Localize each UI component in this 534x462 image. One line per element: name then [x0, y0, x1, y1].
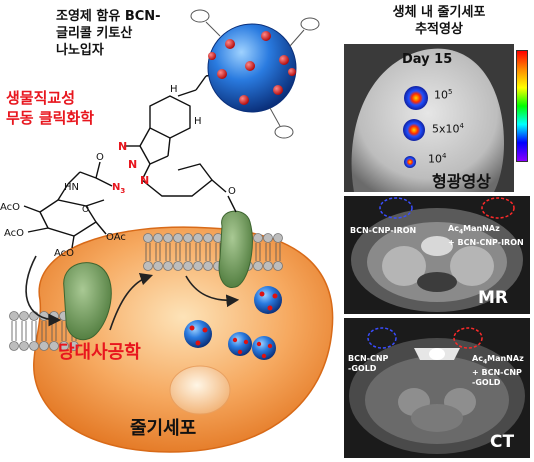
ct-image	[349, 327, 525, 454]
cell-nucleus	[169, 365, 231, 415]
chem-h-right: H	[194, 116, 202, 127]
fluorescence-day-label: Day 15	[402, 52, 453, 67]
imaging-title-line-2: 추적영상	[415, 22, 463, 37]
fluorescence-color-scale	[516, 50, 528, 162]
chem-triazole-n2: N	[128, 158, 137, 171]
chem-aco-1: AcO	[0, 202, 20, 213]
ct-label-left: BCN-CNP -GOLD	[348, 354, 389, 373]
stem-cell-label: 줄기세포	[130, 418, 197, 439]
metabolic-glycoengineering-label: 당대사공학	[58, 342, 141, 363]
fluorescence-count-2: 5x104	[432, 122, 464, 136]
ct-label-right: Ac4ManNAz + BCN-CNP -GOLD	[472, 354, 524, 387]
chem-sugar-o: O	[228, 186, 236, 197]
fluorescence-image	[344, 44, 514, 192]
mr-image-panel: BCN-CNP-IRON Ac4ManNAz + BCN-CNP-IRON MR	[344, 196, 530, 314]
ac4mannaz-structure	[23, 161, 113, 249]
fluorescence-caption: 형광영상	[432, 172, 491, 191]
ct-image-panel: BCN-CNP -GOLD Ac4ManNAz + BCN-CNP -GOLD …	[344, 318, 530, 458]
click-product-structure	[124, 73, 227, 197]
fluorescence-spot-2	[403, 119, 425, 141]
fluorescence-count-1: 105	[434, 88, 453, 102]
mr-roi-right	[481, 197, 515, 219]
chem-n3: N3	[112, 182, 125, 195]
bioorthogonal-label-line-1: 생물직교성	[6, 89, 76, 107]
imaging-panel-title: 생체 내 줄기세포 추적영상	[346, 4, 532, 38]
mr-label-left: BCN-CNP-IRON	[350, 226, 417, 235]
ct-caption: CT	[490, 432, 515, 452]
chem-o-carbonyl: O	[96, 152, 104, 163]
chem-h-top: H	[170, 84, 178, 95]
fluorescence-spot-1	[404, 86, 428, 110]
ct-roi-right	[453, 327, 483, 349]
bioorthogonal-label: 생물직교성 무동 클릭화학	[6, 88, 94, 128]
nanoparticle-label: 조영제 함유 BCN- 글리콜 키토산 나노입자	[56, 8, 161, 59]
ct-roi-left	[367, 327, 397, 349]
nanoparticle-label-line-1: 조영제 함유 BCN-	[56, 9, 161, 24]
chem-triazole-n3: N	[140, 174, 149, 187]
internalized-nanoparticles	[184, 286, 282, 360]
chem-ring-o: O	[82, 205, 89, 215]
membrane-glycoprotein-right	[218, 210, 253, 288]
imaging-title-line-1: 생체 내 줄기세포	[392, 5, 486, 20]
fluorescence-image-panel: Day 15 105 5x104 104	[344, 44, 514, 192]
fluorescence-count-3: 104	[428, 152, 447, 166]
mr-image	[351, 197, 523, 312]
fluorescence-spot-3	[404, 156, 416, 168]
membrane-glycoprotein-left	[63, 262, 112, 341]
mr-label-right: Ac4ManNAz + BCN-CNP-IRON	[448, 224, 524, 247]
chem-triazole-n: N	[118, 140, 127, 153]
chem-hn: HN	[64, 182, 79, 193]
mr-caption: MR	[478, 288, 509, 308]
nanoparticle-label-line-2: 글리콜 키토산	[56, 26, 133, 41]
chem-aco-3: AcO	[54, 248, 74, 259]
chem-aco-2: AcO	[4, 228, 24, 239]
chem-oac: OAc	[106, 232, 126, 243]
metabolic-arrow-2	[109, 272, 154, 331]
endocytosis-arrow	[185, 275, 240, 308]
mr-roi-left	[379, 197, 413, 219]
metabolic-arrow-1	[25, 255, 62, 327]
schematic-diagram: AcO AcO AcO HN O N3 OAc O N N N H H O O	[0, 9, 334, 453]
nanoparticle-label-line-3: 나노입자	[56, 43, 104, 58]
nanoparticle-contrast-dots	[208, 31, 296, 105]
bioorthogonal-label-line-2: 무동 클릭화학	[6, 109, 95, 127]
bcn-handles	[190, 9, 320, 139]
